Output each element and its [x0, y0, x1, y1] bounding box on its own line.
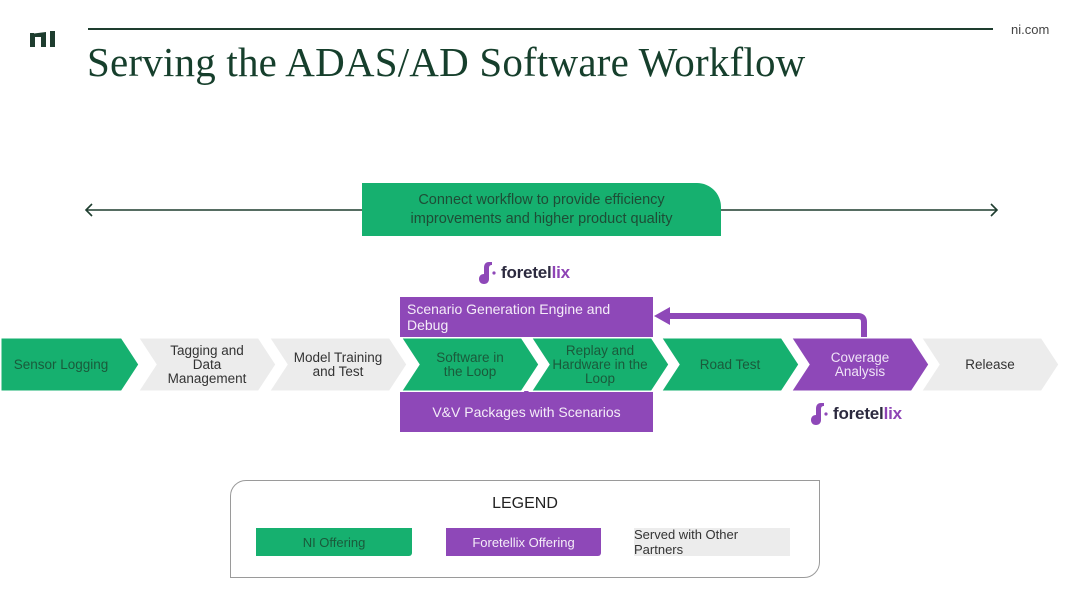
step-label-line: Tagging and Data — [170, 342, 244, 372]
legend-title: LEGEND — [492, 495, 558, 512]
foretellix-text: foretel — [833, 404, 884, 423]
legend-box — [230, 480, 820, 578]
foretellix-text-accent: lix — [551, 263, 571, 282]
step-label-line: the Loop — [443, 363, 497, 379]
ni-logo-icon — [30, 31, 55, 47]
workflow-step-label: Sensor Logging — [0, 337, 122, 392]
step-label-line: Replay and — [565, 342, 635, 358]
workflow-steps — [0, 337, 1062, 392]
step-label-line: Hardware in the — [552, 356, 648, 372]
workflow-step-chevron — [398, 337, 542, 392]
legend-other-partners: Served with Other Partners — [634, 527, 790, 557]
foretellix-logo-icon — [811, 403, 828, 425]
step-label-line: Loop — [584, 370, 616, 386]
step-label-line: Analysis — [834, 363, 886, 379]
foretellix-logo-icon — [479, 262, 496, 284]
banner-line-1: Connect workflow to provide efficiency — [418, 191, 665, 208]
step-label-line: Road Test — [699, 356, 761, 372]
step-label-line: and Test — [312, 363, 364, 379]
step-label-line: Coverage — [830, 349, 890, 365]
scenario-generation-box: Scenario Generation Engine and Debug — [400, 297, 653, 337]
workflow-step-chevron — [0, 337, 142, 392]
page-title: Serving the ADAS/AD Software Workflow — [87, 39, 806, 85]
legend-foretellix-offering: Foretellix Offering — [446, 528, 601, 556]
step-label-line: Software in — [436, 349, 504, 365]
workflow-step-chevron — [528, 337, 672, 392]
foretellix-text: foretel — [501, 263, 552, 282]
legend-ni-offering: NI Offering — [256, 528, 412, 556]
header-rule — [88, 28, 993, 30]
workflow-step-chevron — [658, 337, 802, 392]
foretellix-logo-top: foretellix — [477, 260, 570, 286]
step-label-line: Sensor Logging — [13, 356, 109, 372]
feedback-arrow — [654, 307, 867, 346]
banner-line-2: improvements and higher product quality — [410, 210, 673, 227]
workflow-step-chevron — [135, 337, 279, 392]
step-label-line: Model Training — [293, 349, 383, 365]
workflow-step-chevron — [266, 337, 410, 392]
step-label-line: Management — [167, 370, 247, 386]
site-label: ni.com — [1011, 22, 1050, 37]
workflow-step-chevron — [918, 337, 1062, 392]
step-label-line: Release — [965, 356, 1015, 372]
workflow-step-label: Release — [938, 337, 1042, 392]
vv-packages-box: V&V Packages with Scenarios — [400, 391, 653, 432]
workflow-banner: Connect workflow to provide efficiency i… — [362, 183, 721, 236]
workflow-step-label: Road Test — [678, 337, 782, 392]
workflow-step-chevron — [788, 337, 932, 392]
foretellix-text-accent: lix — [883, 404, 903, 423]
foretellix-logo-bottom: foretellix — [809, 401, 902, 427]
